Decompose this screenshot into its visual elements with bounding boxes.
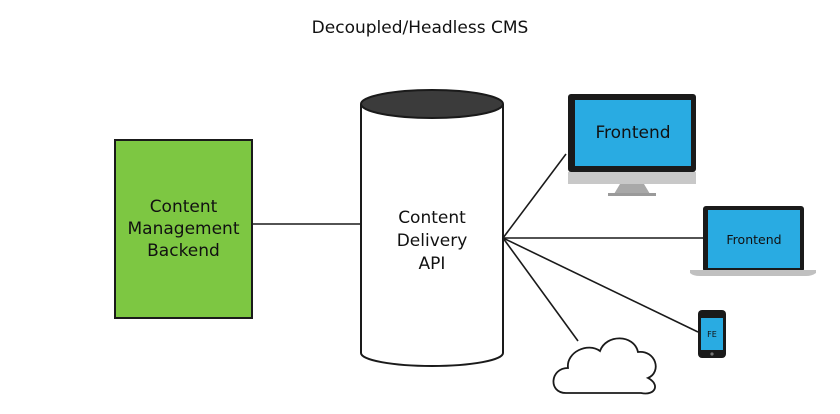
- backend-label-line: Management: [127, 219, 240, 239]
- connector-api-to-desktop: [502, 153, 567, 239]
- connector-api-to-phone: [502, 237, 699, 333]
- smartphone-icon: [698, 310, 726, 358]
- database-cylinder-icon: [360, 89, 504, 367]
- api-label-line: API: [418, 254, 446, 274]
- api-label-line: Delivery: [396, 231, 468, 251]
- backend-label-line: Backend: [147, 241, 220, 261]
- connector-api-to-cloud: [502, 237, 579, 342]
- laptop-frontend-label: Frontend: [726, 231, 782, 247]
- desktop-frontend-label: Frontend: [595, 123, 671, 143]
- api-label-line: Content: [398, 208, 466, 228]
- phone-frontend-label: FE: [707, 329, 717, 339]
- content-delivery-api-label: Content Delivery API: [361, 207, 503, 276]
- backend-label-line: Content: [149, 197, 218, 217]
- laptop-icon: [690, 206, 816, 276]
- desktop-monitor-icon: [568, 94, 696, 196]
- content-management-backend-box: Content Management Backend: [114, 139, 253, 319]
- diagram-title: Decoupled/Headless CMS: [311, 18, 529, 38]
- cloud-icon: [552, 337, 657, 395]
